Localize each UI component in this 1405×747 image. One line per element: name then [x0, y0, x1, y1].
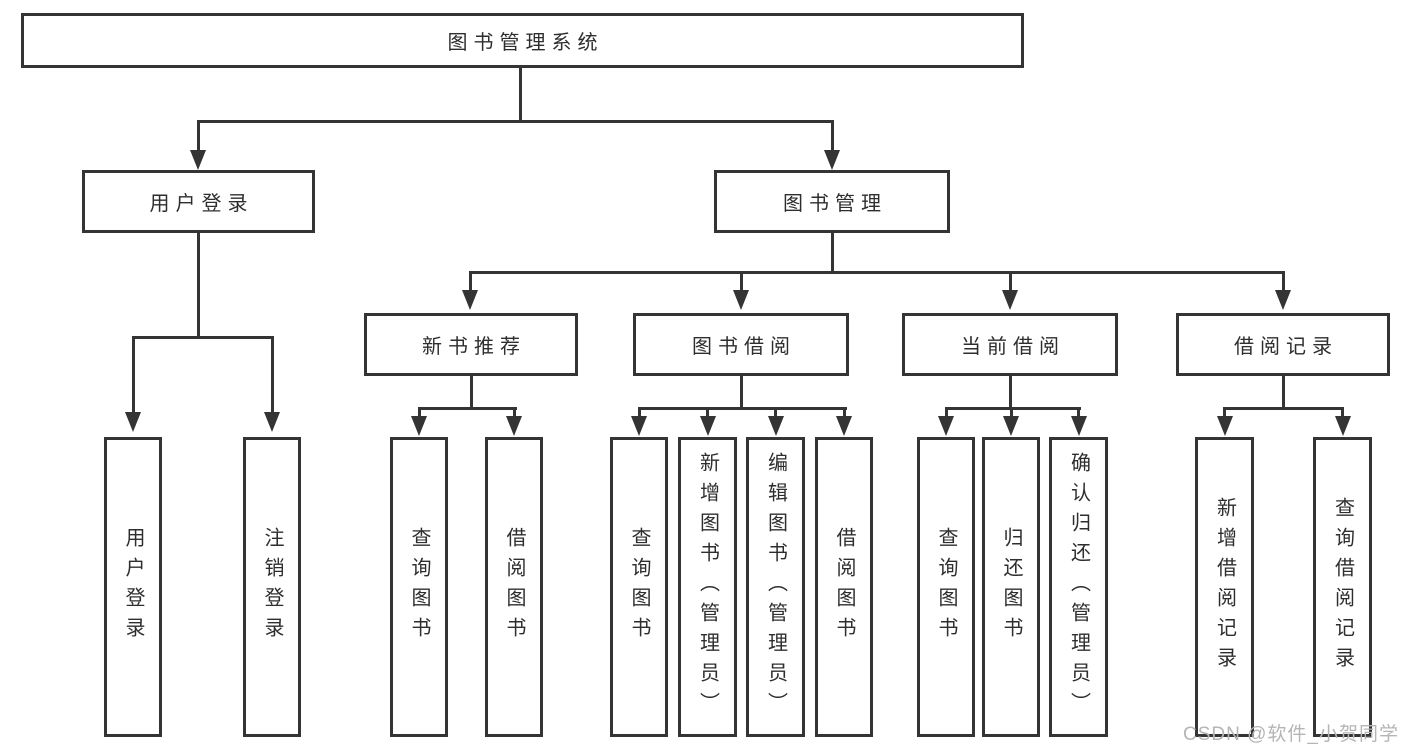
arrow-down-icon: [506, 416, 522, 436]
arrow-down-icon: [264, 412, 280, 432]
connector-line: [842, 407, 846, 417]
connector-line: [1008, 375, 1012, 409]
connector-line: [1281, 271, 1285, 291]
arrow-down-icon: [1275, 290, 1291, 310]
arrow-down-icon: [733, 290, 749, 310]
connector-line: [512, 407, 516, 417]
watermark: CSDN @软件_小贺同学: [1183, 724, 1399, 745]
leaf-query-books-recommend: 查询图书: [390, 437, 448, 737]
connector-line: [417, 407, 421, 417]
connector-line: [131, 336, 135, 412]
node-borrowing-records: 借阅记录: [1176, 313, 1390, 376]
node-label: 用户登录: [149, 193, 254, 215]
connector-line: [637, 407, 641, 417]
leaf-label: 查询借阅记录: [1331, 497, 1354, 677]
connector-line: [1341, 407, 1344, 417]
node-label: 图书借阅: [692, 336, 796, 358]
arrow-down-icon: [1334, 416, 1351, 436]
leaf-label: 注销登录: [261, 527, 283, 647]
node-new-book-recommendation: 新书推荐: [364, 313, 578, 376]
arrow-down-icon: [699, 416, 716, 436]
node-label: 新书推荐: [422, 336, 526, 358]
node-book-borrowing: 图书借阅: [633, 313, 849, 376]
leaf-label: 编辑图书（管理员）: [764, 452, 787, 722]
leaf-label: 归还图书: [1000, 527, 1022, 647]
connector-line: [196, 120, 200, 152]
leaf-query-books: 查询图书: [610, 437, 668, 737]
leaf-borrow-books-recommend: 借阅图书: [485, 437, 543, 737]
leaf-label: 新增借阅记录: [1213, 497, 1236, 677]
leaf-label: 用户登录: [122, 527, 144, 647]
connector-line: [1223, 407, 1226, 417]
connector-line: [1008, 271, 1012, 291]
connector-line: [830, 232, 834, 274]
connector-line: [944, 407, 948, 417]
arrow-down-icon: [411, 416, 427, 436]
leaf-query-books-current: 查询图书: [917, 437, 975, 737]
leaf-logout: 注销登录: [243, 437, 301, 737]
arrow-down-icon: [190, 150, 206, 170]
leaf-label: 新增图书（管理员）: [696, 452, 719, 722]
leaf-confirm-return-admin: 确认归还（管理员）: [1049, 437, 1108, 737]
leaf-edit-books-admin: 编辑图书（管理员）: [746, 437, 805, 737]
connector-line: [469, 375, 473, 409]
leaf-label: 查询图书: [408, 527, 430, 647]
leaf-user-login: 用户登录: [104, 437, 162, 737]
node-current-borrowing: 当前借阅: [902, 313, 1118, 376]
connector-line: [1009, 407, 1013, 417]
leaf-label: 查询图书: [935, 527, 957, 647]
connector-line: [468, 271, 472, 291]
leaf-label: 借阅图书: [833, 527, 855, 647]
connector-line: [774, 407, 777, 417]
connector-line: [197, 232, 200, 339]
node-user-login: 用户登录: [82, 170, 315, 233]
arrow-down-icon: [767, 416, 784, 436]
connector-line: [270, 336, 274, 412]
connector-line: [1077, 407, 1080, 417]
arrow-down-icon: [1070, 416, 1087, 436]
leaf-query-borrow-record: 查询借阅记录: [1313, 437, 1372, 737]
connector-line: [706, 407, 709, 417]
connector-line: [739, 271, 743, 291]
node-label: 借阅记录: [1234, 336, 1338, 358]
leaf-label: 借阅图书: [503, 527, 525, 647]
node-label: 当前借阅: [961, 336, 1065, 358]
leaf-label: 查询图书: [628, 527, 650, 647]
connector-line: [131, 336, 274, 339]
leaf-add-borrow-record: 新增借阅记录: [1195, 437, 1254, 737]
node-book-management: 图书管理: [714, 170, 950, 233]
connector-line: [196, 119, 834, 123]
arrow-down-icon: [631, 416, 647, 436]
arrow-down-icon: [938, 416, 954, 436]
connector-line: [417, 407, 517, 410]
arrow-down-icon: [1216, 416, 1233, 436]
node-label: 图书管理: [783, 193, 887, 215]
leaf-return-books: 归还图书: [982, 437, 1040, 737]
connector-line: [518, 67, 522, 122]
arrow-down-icon: [1002, 290, 1018, 310]
arrow-down-icon: [1003, 416, 1019, 436]
connector-line: [637, 407, 847, 410]
leaf-borrow-books: 借阅图书: [815, 437, 873, 737]
connector-line: [944, 407, 1081, 410]
connector-line: [1281, 375, 1285, 409]
arrow-down-icon: [462, 290, 478, 310]
arrow-down-icon: [836, 416, 852, 436]
leaf-add-books-admin: 新增图书（管理员）: [678, 437, 737, 737]
connector-line: [1223, 407, 1344, 410]
node-label: 图书管理系统: [447, 32, 604, 54]
leaf-label: 确认归还（管理员）: [1067, 452, 1090, 722]
connector-line: [830, 120, 834, 152]
connector-line: [468, 271, 1285, 274]
arrow-down-icon: [125, 412, 141, 432]
connector-line: [739, 375, 743, 409]
node-library-management-system: 图书管理系统: [21, 13, 1024, 68]
arrow-down-icon: [824, 150, 840, 170]
